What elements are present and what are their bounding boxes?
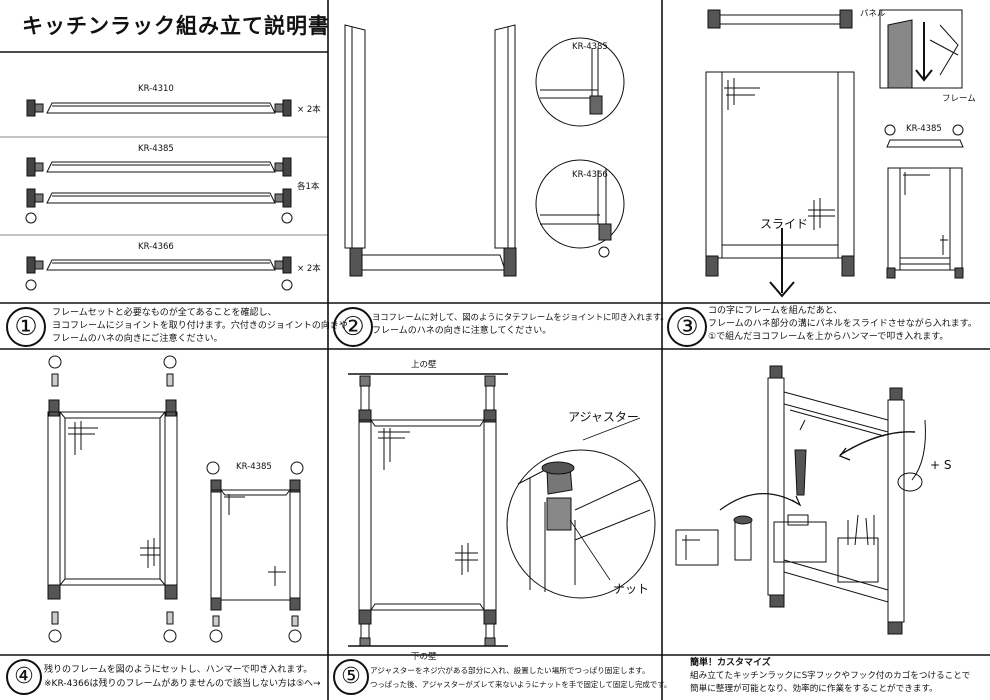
- customize-line2: 簡単に整理が可能となり、効率的に作業をすることができます。: [690, 684, 938, 694]
- detail-label-kr4385: KR-4385: [572, 42, 608, 52]
- step-number-4: ④: [6, 659, 42, 695]
- panel3-kr4385-label: KR-4385: [906, 124, 942, 134]
- step3-line3: ①で組んだヨコフレームを上からハンマーで叩き入れます。: [708, 332, 949, 342]
- bottom-wall-label: 下の壁: [411, 652, 437, 662]
- step2-line1: ヨコフレームに対して、図のようにタテフレームをジョイントに叩き入れます。: [372, 312, 669, 322]
- step5-line2: つっぱった後、アジャスターがズレて来ないようにナットを手で固定して固定し完成です…: [370, 680, 672, 689]
- detail-label-kr4366: KR-4366: [572, 170, 608, 180]
- step5-line1: アジャスターをネジ穴がある部分に入れ、設置したい場所でつっぱり固定します。: [370, 666, 650, 675]
- step3-line1: コの字にフレームを組んだあと、: [708, 306, 843, 316]
- panel6-rack: [675, 365, 926, 635]
- plus-s-hook-label: + S: [930, 458, 952, 472]
- customize-line1: 組み立てたキッチンラックにS字フックやフック付のカゴをつけることで: [690, 671, 971, 681]
- qty-kr4310: × 2本: [297, 105, 321, 115]
- qty-kr4366: × 2本: [297, 264, 321, 274]
- adjuster-label: アジャスター: [568, 410, 639, 424]
- slide-label: スライド: [760, 217, 809, 231]
- panel-label: パネル: [860, 9, 886, 19]
- step4-line2: ※KR-4366は残りのフレームがありませんので該当しない方は⑤へ→: [44, 679, 321, 689]
- step1-line3: フレームのハネの向きにご注意ください。: [52, 334, 223, 344]
- customize-heading: 簡単！カスタマイズ: [690, 658, 771, 668]
- part-kr4366: [25, 256, 293, 291]
- step3-line2: フレームのハネ部分の溝にパネルをスライドさせながら入れます。: [708, 319, 977, 329]
- frame-label: フレーム: [942, 94, 976, 104]
- step4-line1: 残りのフレームを図のようにセットし、ハンマーで叩き入れます。: [44, 665, 313, 675]
- step-number-5: ⑤: [333, 659, 369, 695]
- step1-line1: フレームセットと必要なものが全てあることを確認し、: [52, 308, 277, 318]
- nut-label: ナット: [613, 582, 650, 596]
- part-label-kr4310: KR-4310: [138, 84, 174, 94]
- panel4-kr4385-label: KR-4385: [236, 462, 272, 472]
- panel2-frames: [344, 24, 625, 277]
- part-label-kr4385: KR-4385: [138, 144, 174, 154]
- qty-kr4385: 各1本: [297, 182, 320, 192]
- step-number-2: ②: [333, 307, 373, 347]
- step2-line2: フレームのハネの向きに注意してください。: [372, 326, 552, 336]
- step-number-1: ①: [6, 307, 46, 347]
- step1-line2: ヨコフレームにジョイントを取り付けます。穴付きのジョイントの向きや: [52, 321, 348, 331]
- step-number-3: ③: [667, 307, 707, 347]
- part-kr4310: [26, 99, 292, 117]
- panel3-frame: [705, 9, 964, 298]
- panel4-frames: [47, 355, 304, 643]
- part-label-kr4366: KR-4366: [138, 242, 174, 252]
- part-kr4385: [25, 157, 293, 224]
- page-title: キッチンラック組み立て説明書: [22, 14, 330, 38]
- top-wall-label: 上の壁: [411, 360, 437, 370]
- panel5-frame: [348, 373, 656, 647]
